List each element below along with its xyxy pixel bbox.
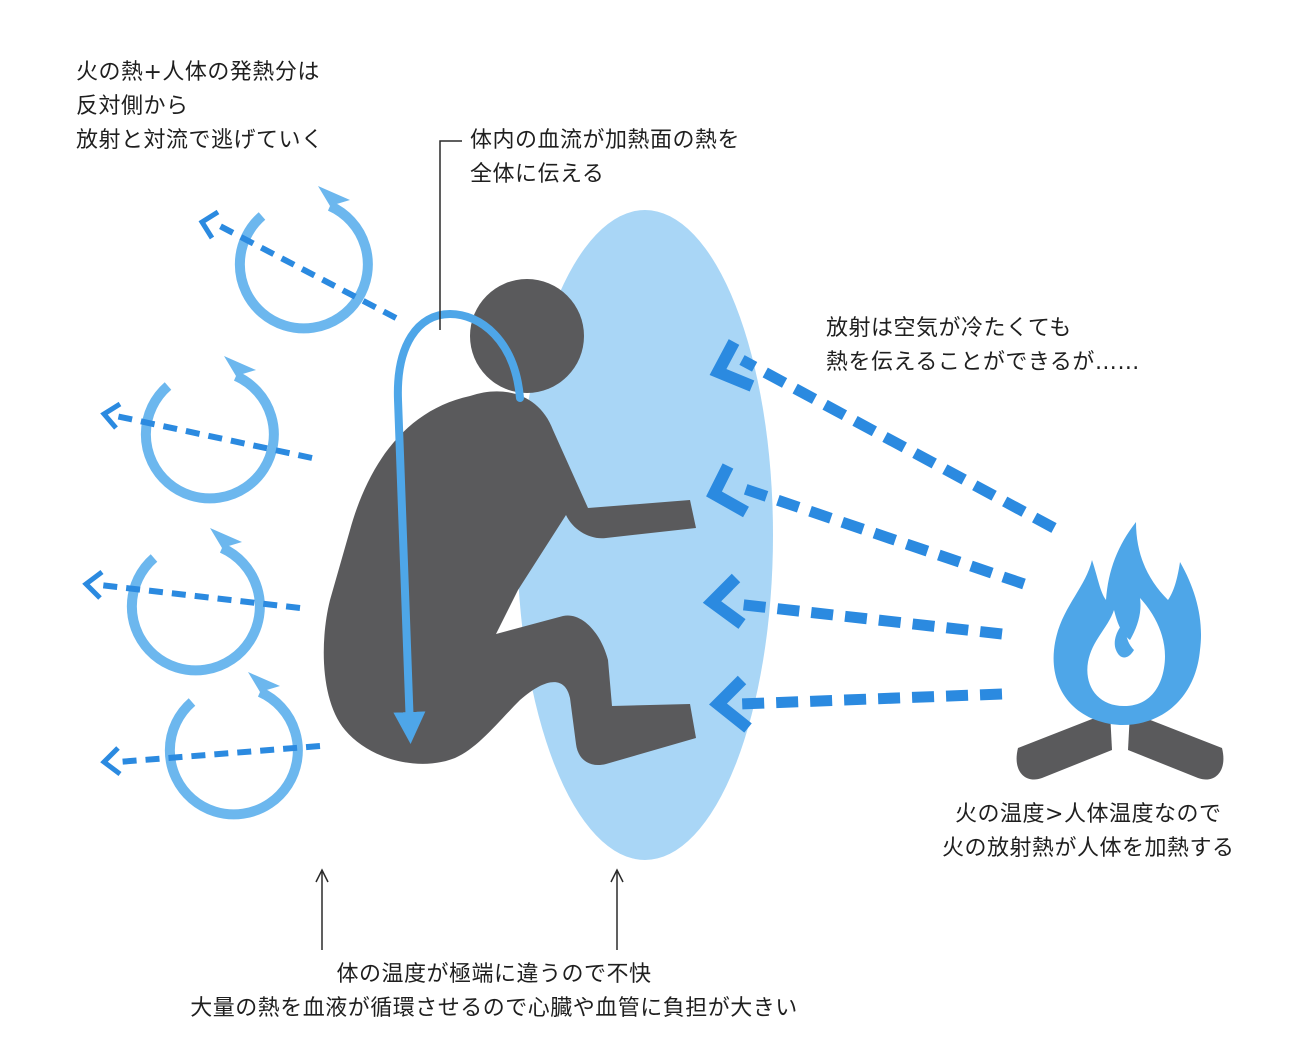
radiation-line-1: 放射は空気が冷たくても — [826, 316, 1072, 341]
radiation-line-2: 熱を伝えることができるが…… — [826, 350, 1140, 375]
escape-head-3 — [82, 570, 104, 600]
fire-temperature-label: 火の温度>人体温度なので 火の放射熱が人体を加熱する — [942, 798, 1235, 866]
convection-arrow-2 — [140, 371, 279, 504]
escape-head-2 — [100, 401, 122, 430]
campfire-log-left — [1016, 712, 1112, 780]
escape-arrow-3 — [99, 582, 301, 611]
incoming-head-3 — [702, 573, 746, 629]
convection-arrowhead-2 — [224, 356, 256, 376]
convection-arrowhead-1 — [318, 186, 350, 206]
escape-heat-line-2: 反対側から — [76, 94, 189, 119]
escape-heat-line-1: 火の熱+人体の発熱分は — [76, 60, 320, 85]
escape-head-4 — [100, 746, 122, 776]
convection-arrow-4 — [164, 687, 303, 820]
incoming-arrow-2 — [734, 480, 1026, 590]
blood-flow-label: 体内の血流が加熱面の熱を 全体に伝える — [470, 124, 740, 192]
seated-person-icon — [323, 279, 696, 766]
campfire-icon — [1016, 522, 1224, 780]
incoming-head-2 — [706, 463, 749, 518]
escape-heat-line-3: 放射と対流で逃げていく — [76, 128, 324, 153]
convection-arrow-3 — [126, 543, 265, 676]
incoming-radiation-heads — [702, 339, 755, 733]
blood-flow-callout-line — [439, 140, 462, 330]
campfire-log-right — [1128, 712, 1224, 780]
incoming-head-4 — [709, 675, 752, 733]
bottom-caption: 体の温度が極端に違うので不快 大量の熱を血液が循環させるので心臓や血管に負担が大… — [124, 958, 864, 1026]
pointer-head-right — [610, 868, 624, 883]
escape-arrow-4 — [117, 743, 321, 765]
convection-arrowhead-3 — [210, 528, 242, 548]
blood-flow-line-2: 全体に伝える — [470, 162, 605, 187]
blood-flow-arrow — [393, 309, 524, 744]
radiation-label: 放射は空気が冷たくても 熱を伝えることができるが…… — [826, 312, 1140, 380]
escape-head-1 — [198, 209, 220, 240]
convection-arrows — [126, 186, 373, 820]
incoming-arrow-3 — [735, 598, 1003, 640]
escape-arrow-1 — [214, 221, 398, 321]
incoming-head-1 — [709, 339, 755, 392]
fire-temperature-line-1: 火の温度>人体温度なので — [955, 802, 1222, 827]
escape-arrow-2 — [115, 413, 313, 461]
escaping-radiation-heads — [82, 209, 220, 776]
escaping-radiation-arrows — [99, 221, 398, 765]
incoming-arrow-1 — [739, 355, 1057, 533]
bottom-caption-line-1: 体の温度が極端に違うので不快 — [336, 962, 652, 987]
flame-core — [1114, 620, 1134, 658]
bottom-caption-line-2: 大量の熱を血液が循環させるので心臓や血管に負担が大きい — [190, 996, 798, 1021]
convection-arrowhead-4 — [248, 672, 280, 692]
pointer-head-left — [315, 868, 329, 883]
incoming-arrow-4 — [739, 688, 1003, 710]
incoming-radiation-arrows — [734, 355, 1057, 710]
fire-temperature-line-2: 火の放射熱が人体を加熱する — [942, 836, 1235, 861]
bottom-pointers — [315, 868, 624, 950]
convection-arrow-1 — [234, 201, 373, 334]
person-head — [470, 279, 584, 393]
escape-heat-label: 火の熱+人体の発熱分は 反対側から 放射と対流で逃げていく — [76, 56, 324, 158]
blood-flow-line-1: 体内の血流が加熱面の熱を — [470, 128, 741, 153]
person-body — [323, 391, 696, 766]
